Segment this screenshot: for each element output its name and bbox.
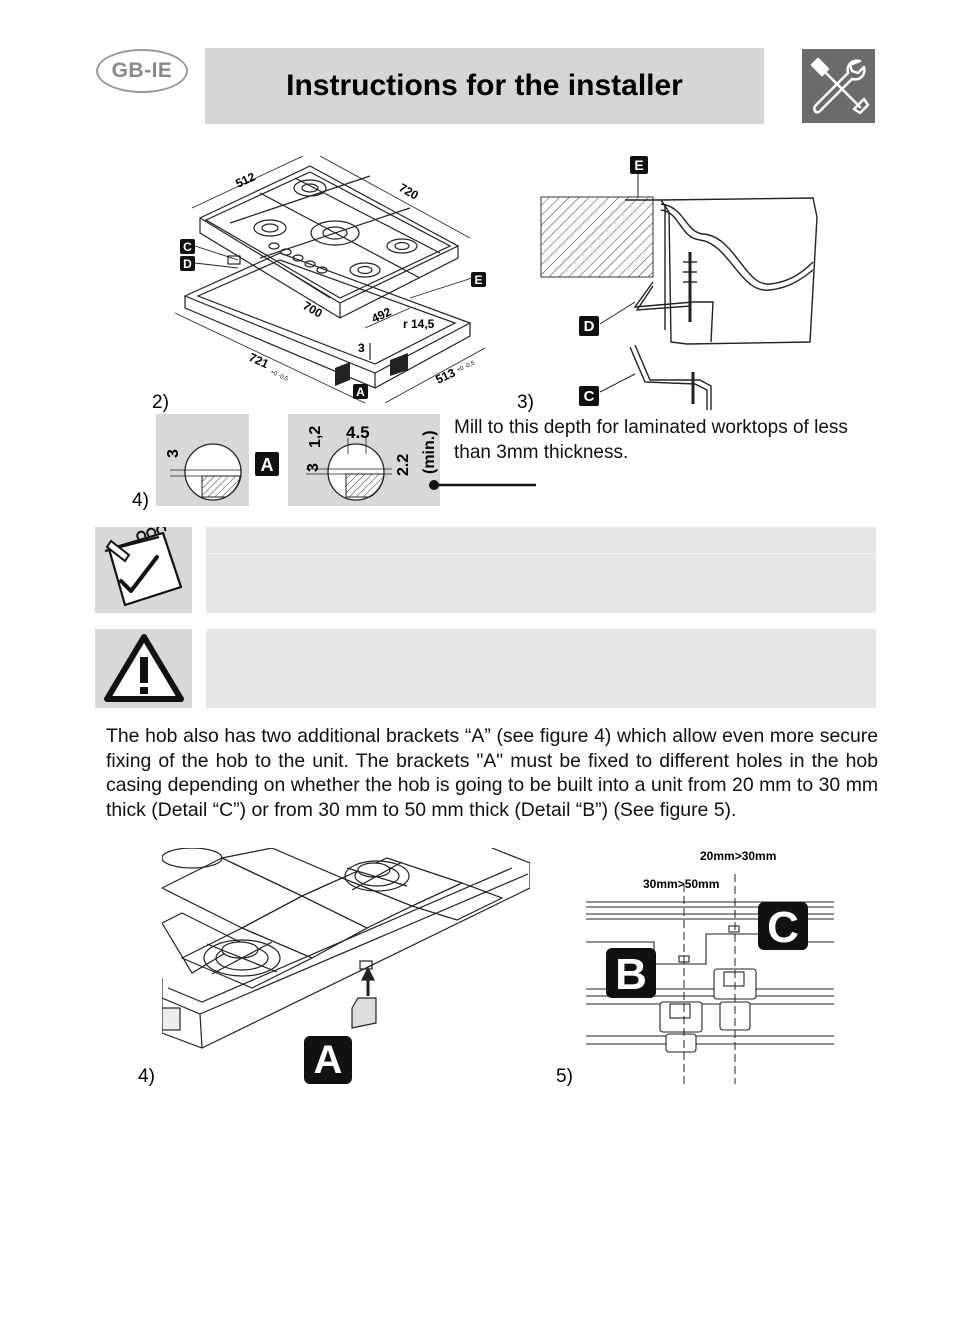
- figure-label-5: 5): [556, 1066, 573, 1087]
- range-30-50: 30mm>50mm: [643, 877, 719, 891]
- bracket-holes-drawing: 20mm>30mm 30mm>50mm B C: [586, 849, 834, 1084]
- detail-dim-4-5: 4.5: [346, 423, 370, 442]
- wrench-screwdriver-icon: [802, 49, 875, 123]
- tag-b-large: B: [615, 950, 647, 999]
- figure-label-3: 3): [517, 392, 534, 413]
- region-badge-text: GB-IE: [111, 59, 173, 82]
- detail-dim-min: (min.): [421, 430, 438, 474]
- range-20-30: 20mm>30mm: [700, 849, 776, 863]
- section-detail-drawing: E D C: [540, 156, 818, 410]
- hob-bracket-drawing: [162, 848, 530, 1049]
- dim-492: 492: [369, 304, 393, 325]
- tag-e: E: [474, 273, 482, 287]
- tag-a-large: A: [304, 1036, 352, 1084]
- detail-dim-3a: 3: [165, 449, 182, 458]
- figure-label-4-top: 4): [132, 490, 149, 511]
- tag-c: C: [183, 240, 192, 254]
- milling-depth-detail: 3 A 3 1,2 4.5 2.2 (min.): [156, 414, 536, 506]
- detail-dim-2-2: 2.2: [395, 454, 412, 476]
- tag-a: A: [356, 385, 365, 399]
- tag-a-large-text: A: [313, 1037, 343, 1082]
- dim-3: 3: [358, 341, 365, 355]
- page-title: Instructions for the installer: [286, 69, 683, 102]
- detail-dim-3b: 3: [305, 463, 322, 472]
- milling-note: Mill to this depth for laminated worktop…: [454, 417, 848, 463]
- figure-label-2: 2): [152, 392, 169, 413]
- dim-721-tolerance: +0 -0,5: [269, 369, 289, 383]
- dim-700: 700: [301, 298, 326, 320]
- detail-dim-1-2: 1,2: [307, 426, 324, 448]
- notepad-check-icon: [95, 524, 192, 613]
- figure-label-4-bottom: 4): [138, 1066, 155, 1087]
- tag-e-section: E: [634, 157, 643, 173]
- tag-d: D: [183, 257, 192, 271]
- dim-512: 512: [233, 169, 257, 190]
- tag-c-large: C: [767, 903, 799, 952]
- tag-d-section: D: [584, 318, 595, 335]
- tag-c-section: C: [584, 388, 595, 405]
- warning-triangle-icon: [95, 629, 192, 708]
- warning-box: [206, 629, 876, 708]
- hob-dimension-drawing: 512 720 700 492 r 14,5 3 721 +0 -0,5 513…: [174, 155, 486, 404]
- dim-513: 513: [433, 365, 457, 386]
- region-badge: GB-IE: [96, 49, 188, 93]
- tag-a-detail: A: [261, 455, 274, 475]
- body-paragraph: The hob also has two additional brackets…: [106, 725, 878, 821]
- dim-721: 721: [247, 350, 271, 371]
- note-box: [206, 527, 876, 613]
- header-title-bar: Instructions for the installer: [205, 48, 764, 124]
- dim-r14-5: r 14,5: [403, 317, 435, 331]
